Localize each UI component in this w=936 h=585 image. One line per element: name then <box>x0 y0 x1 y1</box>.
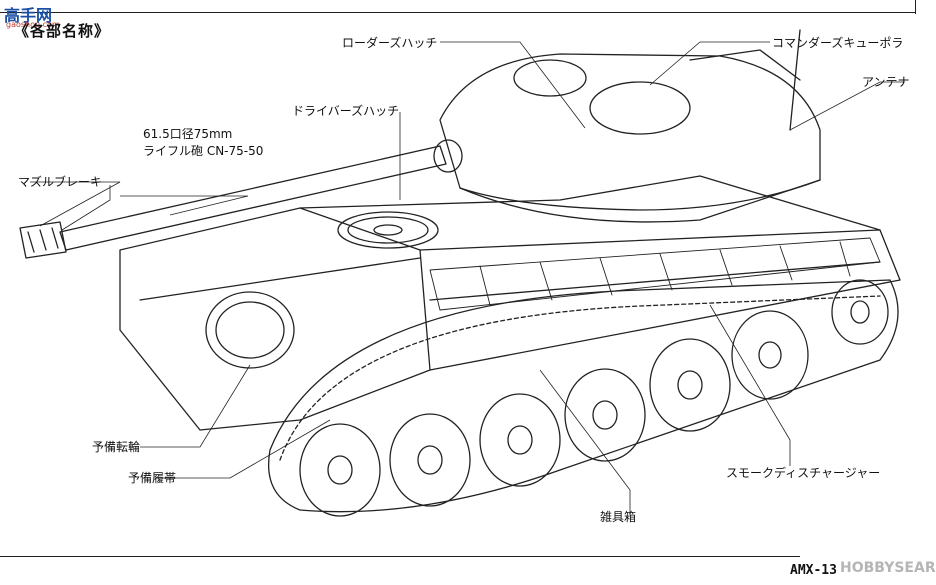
top-rule <box>0 12 915 13</box>
driver-hatch-disc <box>337 211 439 249</box>
page-title: 《各部名称》 <box>14 22 111 40</box>
bottom-rule <box>0 556 800 557</box>
turret <box>439 49 821 223</box>
spare-wheel <box>205 291 295 369</box>
road-wheels <box>299 279 889 517</box>
label-antenna: アンテナ <box>862 75 910 89</box>
label-commander-cupola: コマンダーズキューポラ <box>772 36 904 50</box>
label-stowage-box: 雑具箱 <box>600 510 637 524</box>
label-loader-hatch: ローダーズハッチ <box>342 36 438 50</box>
hull <box>119 175 901 431</box>
site-logo: 高手网 <box>4 6 53 25</box>
engine-grille <box>429 237 881 311</box>
label-gun-caliber: 61.5口径75mm <box>143 127 233 141</box>
site-logo-sub: gaoshou.com <box>6 20 60 29</box>
model-number: AMX-13 <box>790 563 837 578</box>
label-smoke-discharger: スモークディスチャージャー <box>726 466 881 480</box>
watermark: HOBBYSEARCH <box>840 560 936 576</box>
label-gun-type: ライフル砲 CN-75-50 <box>143 144 264 158</box>
gun-barrel <box>19 139 463 259</box>
antenna-mast <box>789 29 801 131</box>
leader-lines <box>30 41 905 515</box>
track-run <box>268 279 899 513</box>
label-spare-track: 予備履帯 <box>128 471 177 485</box>
label-driver-hatch: ドライバーズハッチ <box>292 104 400 118</box>
label-spare-wheel: 予備転輪 <box>92 440 141 454</box>
label-muzzle-brake: マズルブレーキ <box>18 175 103 189</box>
right-rule <box>915 0 916 14</box>
